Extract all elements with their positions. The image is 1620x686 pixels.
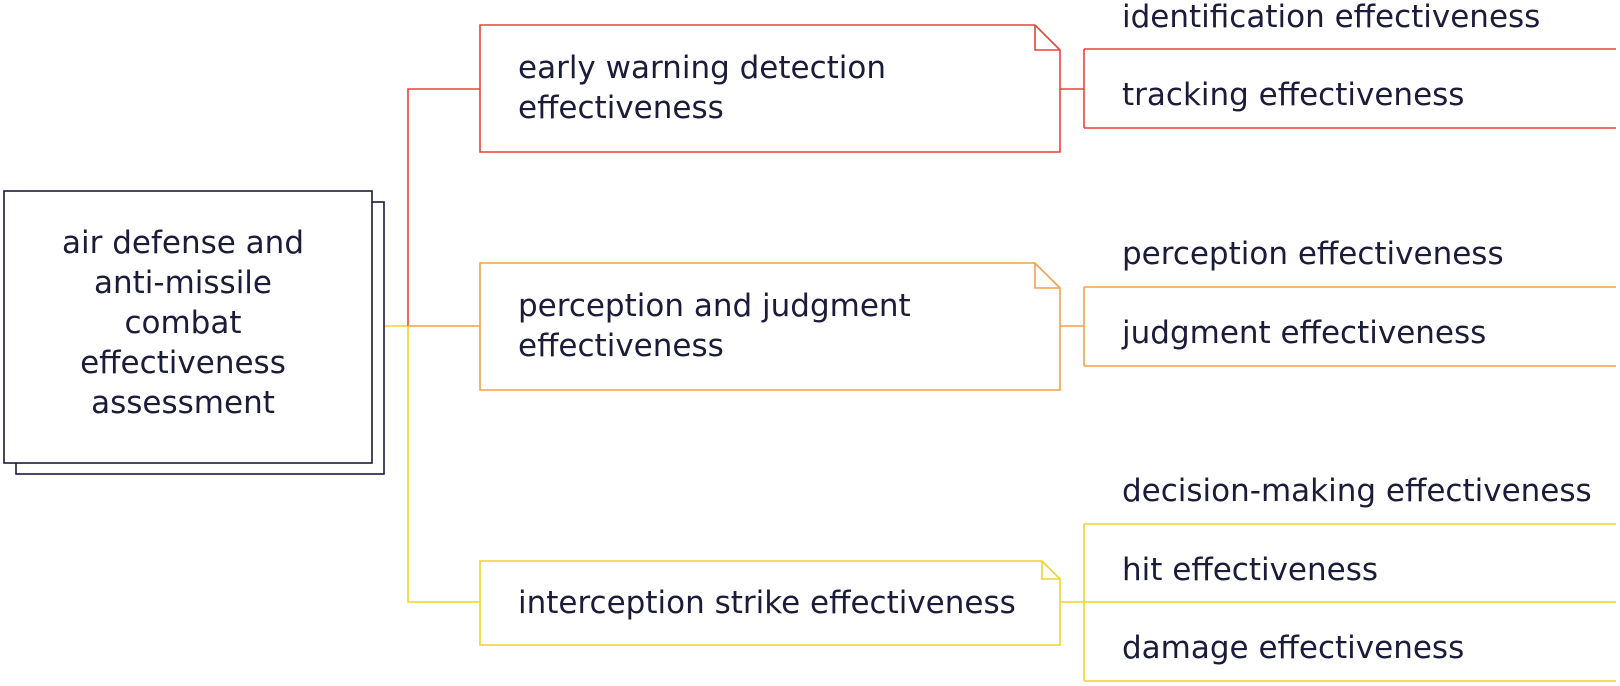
leaf-damage-effectiveness[interactable]: damage effectiveness [1122,630,1464,666]
leaf-decision-making-effectiveness[interactable]: decision-making effectiveness [1122,473,1592,509]
root-label-line-4: effectiveness [80,345,286,381]
branch-interception-strike-fold-icon [1041,561,1060,580]
leaf-connectors-interception-strike [1060,523,1616,682]
root-label-line-5: assessment [91,385,275,421]
leaf-identification-effectiveness[interactable]: identification effectiveness [1122,0,1540,35]
root-label-line-1: air defense and [62,225,304,261]
root-label-line-2: anti-missile [94,265,272,301]
leaf-tracking-effectiveness[interactable]: tracking effectiveness [1122,77,1464,113]
leaf-hit-effectiveness[interactable]: hit effectiveness [1122,552,1378,588]
branch-perception-judgment-label-line-2: effectiveness [518,328,724,364]
branch-perception-judgment-label-line-1: perception and judgment [518,288,911,324]
connector-branch-3 [407,326,480,603]
root-node-box [3,190,373,464]
branch-perception-judgment[interactable]: perception and judgment effectiveness pe… [479,236,1616,391]
root-connectors [384,88,480,603]
root-label-line-3: combat [124,305,241,341]
leaf-perception-effectiveness[interactable]: perception effectiveness [1122,236,1504,272]
leaf-judgment-effectiveness[interactable]: judgment effectiveness [1121,315,1486,351]
leaf-connectors-perception-judgment [1060,286,1616,367]
branch-interception-strike-box [479,560,1061,646]
branch-perception-judgment-box [479,262,1061,391]
branch-early-warning-box [479,24,1061,153]
connector-branch-1 [407,88,480,326]
branch-interception-strike-label-line-1: interception strike effectiveness [518,585,1016,621]
branch-interception-strike[interactable]: interception strike effectiveness decisi… [479,473,1616,682]
branch-early-warning[interactable]: early warning detection effectiveness id… [479,0,1616,153]
branch-early-warning-label-line-2: effectiveness [518,90,724,126]
branch-perception-judgment-fold-icon [1034,263,1060,289]
leaf-connectors-early-warning [1060,48,1616,129]
branch-early-warning-label-line-1: early warning detection [518,50,886,86]
branch-early-warning-fold-icon [1034,25,1060,51]
root-node[interactable]: air defense and anti-missile combat effe… [3,190,385,475]
